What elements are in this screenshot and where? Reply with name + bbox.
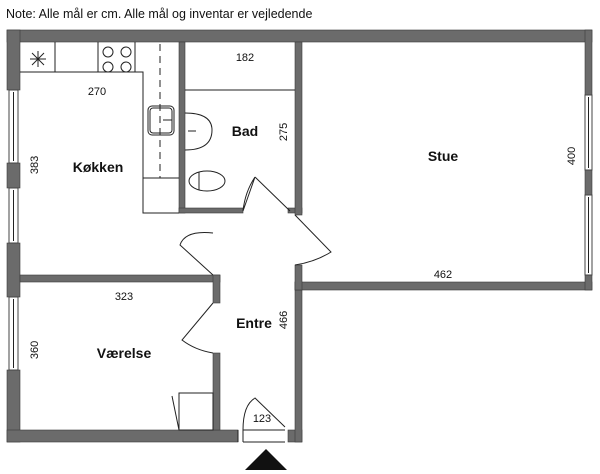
entrance-door-width: 123 bbox=[253, 413, 271, 425]
room-label-hall: Entre bbox=[236, 315, 272, 331]
bath-depth: 275 bbox=[278, 123, 290, 141]
kitchen-depth: 383 bbox=[29, 156, 41, 174]
bath-width: 182 bbox=[236, 52, 254, 64]
bedroom-depth: 360 bbox=[29, 341, 41, 359]
doors bbox=[179, 176, 332, 470]
stove-icon bbox=[102, 46, 132, 73]
bedroom-width: 323 bbox=[115, 291, 133, 303]
bath-fixtures bbox=[184, 89, 295, 192]
kitchen-sink-icon bbox=[147, 105, 175, 136]
walls bbox=[6, 29, 593, 443]
toilet-icon bbox=[188, 170, 226, 192]
wardrobe bbox=[171, 392, 214, 431]
windows bbox=[8, 89, 593, 371]
room-label-bedroom: Værelse bbox=[97, 345, 152, 361]
washbasin-icon bbox=[184, 112, 213, 151]
freezer-icon bbox=[30, 51, 46, 67]
kitchen-counters bbox=[20, 42, 179, 214]
room-label-bath: Bad bbox=[232, 123, 258, 139]
living-depth: 400 bbox=[566, 147, 578, 165]
entrance-arrow-icon bbox=[245, 449, 287, 470]
room-label-living: Stue bbox=[428, 148, 459, 164]
room-label-kitchen: Køkken bbox=[73, 159, 124, 175]
plan-note: Note: Alle mål er cm. Alle mål og invent… bbox=[6, 7, 313, 21]
kitchen-width: 270 bbox=[88, 86, 106, 98]
living-width: 462 bbox=[434, 269, 452, 281]
hall-depth: 466 bbox=[278, 311, 290, 329]
